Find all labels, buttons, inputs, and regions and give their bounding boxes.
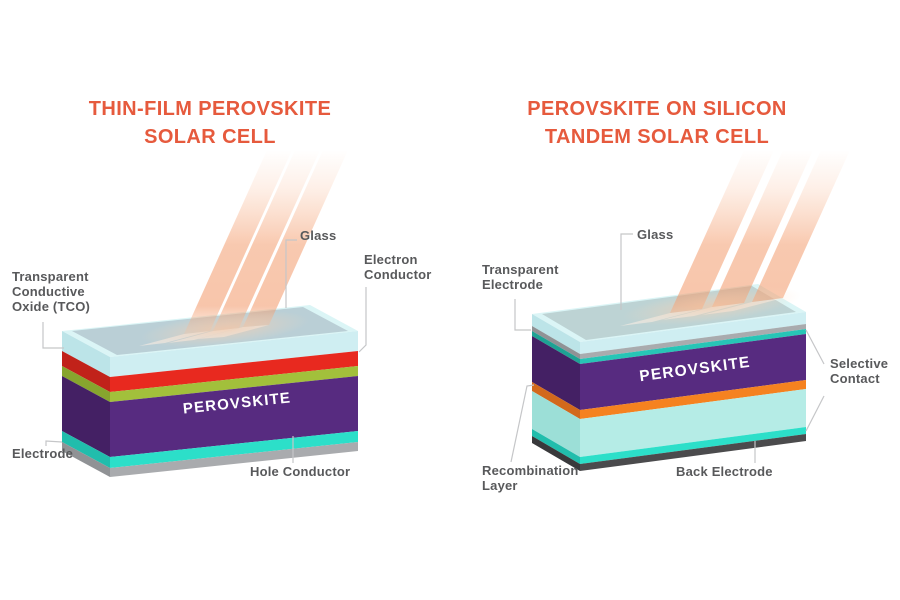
electrode-label: Electrode <box>12 446 74 461</box>
left-electron-conductor-front-face <box>110 366 358 402</box>
electron-conductor-leader-line <box>358 287 367 353</box>
right-glass-side-face <box>532 314 580 354</box>
right-selective-contact-bottom-front-face <box>580 427 806 464</box>
right-recombination-side-face <box>532 382 580 419</box>
left-diagram-title: THIN-FILM PEROVSKITE SOLAR CELL <box>88 98 332 148</box>
transparent-electrode-label: Transparent Electrode <box>482 262 559 292</box>
left-glass-side-face <box>62 331 110 377</box>
sunlight-beams-right <box>670 150 850 313</box>
selective-contact-leader-line-top <box>805 329 825 365</box>
left-perovskite-side-face <box>62 376 110 457</box>
hole-conductor-label: Hole Conductor <box>250 464 351 479</box>
left-tco-front-face <box>110 351 358 392</box>
right-transparent-electrode-side-face <box>532 326 580 359</box>
selective-contact-leader-line-bottom <box>805 395 825 432</box>
left-tco-side-face <box>62 351 110 392</box>
electron-conductor-label: Electron Conductor <box>364 252 432 282</box>
light-beam <box>213 150 320 331</box>
transparent-electrode-leader-line <box>514 299 531 331</box>
right-perovskite-side-face <box>532 336 580 410</box>
right-back-electrode-side-face <box>532 436 580 471</box>
electrode-leader-line <box>45 440 63 446</box>
right-back-electrode-front-face <box>580 434 806 471</box>
thin-film-cell-stack <box>62 305 358 477</box>
sunlight-beams-left <box>184 150 348 334</box>
left-electrode-front-face <box>110 442 358 477</box>
recombination-layer-leader-line <box>510 384 535 463</box>
left-electron-conductor-side-face <box>62 366 110 402</box>
right-transparent-electrode-front-face <box>580 324 806 359</box>
light-beam <box>184 150 292 334</box>
left-hole-conductor-front-face <box>110 431 358 468</box>
glass-label-right: Glass <box>637 227 674 242</box>
right-beam-glow <box>622 286 802 326</box>
left-beam-glow <box>140 310 310 348</box>
right-selective-contact-top-side-face <box>532 331 580 364</box>
glass-leader-line-right <box>620 233 633 310</box>
tco-label: Transparent Conductive Oxide (TCO) <box>12 269 91 314</box>
glass-label-left: Glass <box>300 228 337 243</box>
recombination-layer-label: Recombination Layer <box>482 463 579 493</box>
right-silicon-front-face <box>580 389 806 457</box>
left-electrode-side-face <box>62 442 110 477</box>
light-beam <box>752 150 850 302</box>
right-silicon-side-face <box>532 391 580 457</box>
right-selective-contact-top-front-face <box>580 329 806 364</box>
right-glass-front-face <box>580 312 806 354</box>
right-recombination-front-face <box>580 380 806 419</box>
right-selective-contact-bottom-side-face <box>532 429 580 464</box>
back-electrode-label: Back Electrode <box>676 464 773 479</box>
light-beam <box>243 150 348 327</box>
light-beam <box>712 150 813 307</box>
left-glass-front-face <box>110 331 358 377</box>
tco-leader-line <box>42 322 64 349</box>
glass-leader-line-left <box>285 239 297 308</box>
right-diagram-title: PEROVSKITE ON SILICON TANDEM SOLAR CELL <box>527 98 787 148</box>
right-perovskite-front-face <box>580 334 806 410</box>
selective-contact-label: Selective Contact <box>830 356 889 386</box>
leader-lines <box>42 233 825 463</box>
light-beam <box>670 150 774 313</box>
left-hole-conductor-side-face <box>62 431 110 468</box>
left-perovskite-front-face <box>110 376 358 457</box>
